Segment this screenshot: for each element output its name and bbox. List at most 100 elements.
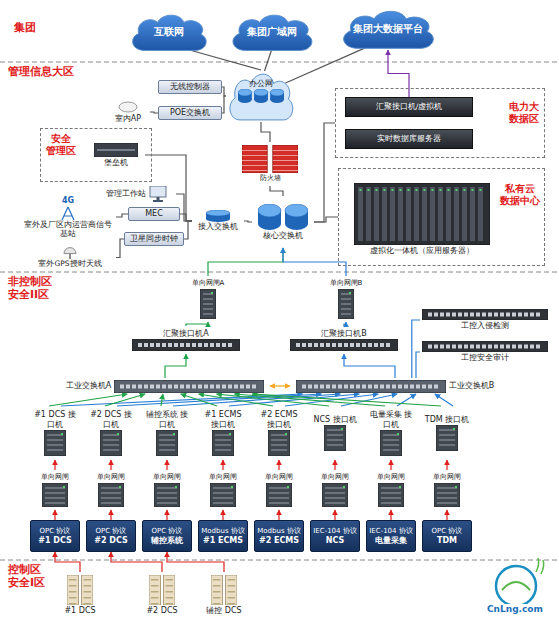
srv-icon [67, 575, 93, 605]
connector [166, 460, 167, 470]
node-label: 单向网闸 [433, 473, 461, 481]
connector [110, 510, 111, 520]
node-label: #1 ECMS 接口机 [200, 410, 246, 428]
node-label: 工业交换机A [66, 381, 111, 390]
gate-icon [338, 289, 354, 319]
node-label: 互联网 [154, 26, 184, 38]
unit-icon [156, 430, 178, 456]
connector [390, 510, 391, 520]
routers-icon [238, 89, 284, 103]
device-box: 无线控制器 [158, 80, 222, 94]
connector [54, 510, 55, 520]
connector [110, 460, 111, 470]
connector [412, 320, 420, 378]
gate-icon [200, 289, 216, 319]
connector [222, 87, 226, 96]
device-box: POE交换机 [158, 106, 222, 120]
node-label: Modbus 协议 [201, 527, 245, 535]
cloud-node: 集团广域网 [228, 12, 316, 52]
connector [161, 394, 163, 406]
protocol-box: Modbus 协议#1 ECMS [198, 520, 248, 552]
logo-wave [502, 582, 530, 590]
node-label: POE交换机 [170, 108, 210, 117]
node-label: 汇聚接口机A [163, 329, 208, 338]
device-node: #2 DCS 接口机 [86, 406, 136, 460]
node-label: 单向网闸 [265, 473, 293, 481]
connector [344, 322, 346, 326]
device-node: 单向网闸 [313, 470, 357, 510]
node-label: TDM [437, 536, 457, 545]
zone-label: CnLng.com [486, 604, 544, 614]
connector [446, 510, 447, 520]
node-label: NCS 接口机 [313, 415, 356, 424]
node-label: #2 DCS [94, 536, 127, 545]
device-node: 单向网闸 [369, 470, 413, 510]
node-label: TDM 接口机 [425, 415, 470, 424]
unit-icon [212, 430, 234, 456]
node-label: #1 DCS 接口机 [32, 410, 78, 428]
connector [314, 123, 335, 222]
node-label: 单向网闸A [192, 279, 225, 287]
node-label: 单向网闸B [330, 279, 363, 287]
device-box: 卫星同步时钟 [124, 232, 184, 246]
node-label: 防火墙 [260, 174, 281, 182]
device-node: 接入交换机 [192, 204, 244, 238]
connector [334, 510, 335, 520]
core-icon [258, 204, 308, 230]
unit-icon [324, 425, 346, 451]
gate2-icon [210, 483, 236, 507]
connector [435, 394, 453, 406]
device-node: #1 DCS [58, 572, 102, 618]
protocol-box: OPC 协议#2 DCS [86, 520, 136, 552]
connector [265, 49, 273, 71]
node-label: 汇聚接口机B [321, 329, 367, 338]
connector [186, 322, 208, 326]
connector [167, 552, 224, 572]
device-node: 单向网闸B [324, 276, 368, 322]
unit-icon [44, 430, 66, 456]
connector [270, 385, 290, 386]
protocol-box: OPC 协议TDM [422, 520, 472, 552]
network-cloud: 办公网 [226, 70, 296, 122]
connector [116, 214, 128, 217]
node-label: OPC 协议 [96, 527, 127, 535]
node-label: NCS [326, 536, 344, 545]
device-node: 工控入侵检测 [420, 306, 550, 334]
device-node: 工控安全审计 [420, 338, 550, 366]
connector [388, 50, 409, 97]
node-label: 集团广域网 [247, 26, 297, 38]
node-label: 安全 管理区 [45, 133, 77, 156]
gate2-icon [434, 483, 460, 507]
protocol-box: IEC-104 协议NCS [310, 520, 360, 552]
zone-band: 私有云 数据中心虚拟化一体机（应用服务器） [338, 168, 545, 266]
device-node: 工业交换机A [60, 378, 270, 394]
connector [334, 460, 335, 470]
connector [222, 460, 223, 470]
connector [344, 354, 395, 378]
fw-icon [242, 145, 298, 173]
logo-ring [496, 566, 536, 606]
connector [166, 510, 167, 520]
connector [208, 248, 283, 276]
connector [165, 354, 186, 378]
node-label: OPC 协议 [432, 527, 463, 535]
connector [180, 214, 192, 221]
connector [244, 221, 252, 222]
device-node: 单向网闸 [33, 470, 77, 510]
device-node: NCS 接口机 [310, 406, 360, 460]
device-node: 防火墙 [236, 142, 304, 186]
device-node: #2 ECMS 接口机 [254, 406, 304, 460]
device-node: 辅控系统 接口机 [142, 406, 192, 460]
node-label: 卫星同步时钟 [130, 234, 178, 243]
node-label: 室外及厂区内运营商信号基站 [22, 221, 114, 238]
gate2-icon [154, 483, 180, 507]
node-label: 无线控制器 [170, 82, 210, 91]
bar-icon [132, 339, 240, 351]
node-label: 4G [62, 196, 74, 205]
node-label: 核心交换机 [263, 231, 303, 240]
connector [314, 217, 338, 222]
device-node: 辅控 DCS [198, 572, 250, 618]
node-label: 单向网闸 [41, 473, 69, 481]
cloud-node: 互联网 [128, 12, 210, 52]
zone-label: 控制区 安全I区 [8, 564, 52, 589]
